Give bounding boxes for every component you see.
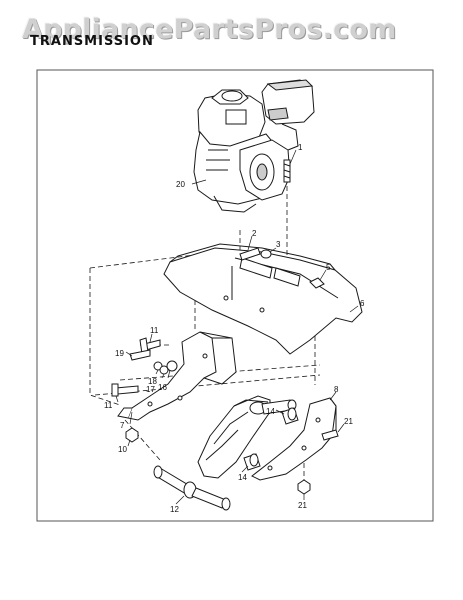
tine-shield [163, 243, 363, 355]
callout-21-upper: 21 [344, 417, 353, 426]
callout-14-upper: 14 [266, 407, 275, 416]
callout-3: 3 [276, 240, 281, 249]
callout-19: 19 [115, 349, 124, 358]
diagram-frame [36, 69, 434, 522]
callout-21-lower: 21 [298, 501, 307, 510]
nut-part-5 [309, 277, 325, 289]
callout-1: 1 [298, 143, 303, 152]
bushing-part-14-upper [281, 407, 299, 425]
callout-7: 7 [120, 421, 125, 430]
callout-20: 20 [176, 180, 185, 189]
callout-6: 6 [360, 299, 365, 308]
transmission-housing [197, 395, 297, 479]
callout-11-top: 11 [150, 326, 159, 335]
callout-8: 8 [334, 385, 339, 394]
bolt-part-1 [283, 159, 291, 183]
nut-part-21-lower [297, 479, 311, 495]
callout-16: 16 [158, 383, 167, 392]
section-title: TRANSMISSION [30, 34, 154, 49]
pin-part-2 [239, 247, 261, 261]
callout-11-lower: 11 [104, 401, 113, 410]
left-bracket-part-7 [117, 331, 237, 421]
callout-10: 10 [118, 445, 127, 454]
callout-2: 2 [252, 229, 257, 238]
bolt-part-19 [129, 349, 151, 361]
washer-part-3 [260, 249, 272, 259]
leader-lines [115, 149, 359, 505]
axle-part-12 [153, 465, 231, 511]
site-watermark: AppliancePartsPros.com [22, 14, 397, 45]
callout-18: 18 [148, 377, 157, 386]
callout-17: 17 [146, 385, 155, 394]
bolt-part-21-upper [321, 429, 339, 441]
washer-part-16 [166, 360, 178, 372]
bolt-part-11-lower [111, 383, 139, 397]
right-bracket-part-8 [251, 397, 337, 481]
callout-5: 5 [326, 263, 331, 272]
nut-part-10 [125, 427, 139, 443]
callout-12: 12 [170, 505, 179, 514]
callout-14-lower: 14 [238, 473, 247, 482]
callout-labels: 1 20 2 3 5 6 11 19 18 17 16 11 7 10 12 1… [104, 143, 365, 514]
engine [193, 79, 315, 213]
